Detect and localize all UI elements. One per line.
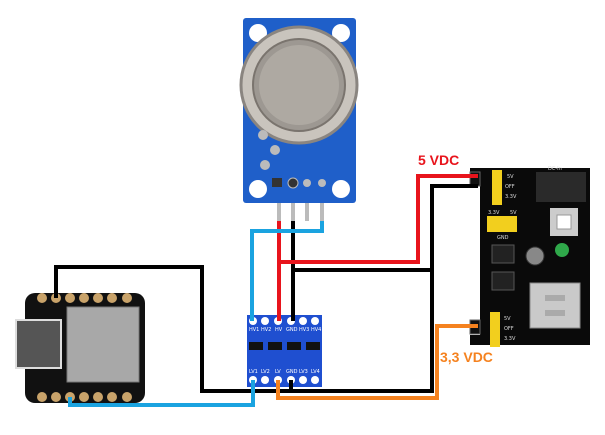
- power-switch[interactable]: [556, 214, 572, 230]
- svg-text:5V: 5V: [507, 174, 514, 180]
- gas-sensor-module: [239, 18, 359, 221]
- svg-text:5V: 5V: [510, 210, 517, 216]
- rf-shield-icon: [66, 306, 140, 383]
- svg-text:HV4: HV4: [311, 327, 321, 333]
- svg-text:3.3V: 3.3V: [504, 336, 516, 342]
- microcontroller-board: [15, 293, 145, 403]
- breadboard-power-module: DC-In 5V OFF 3.3V 3.3V 5V GND 5V OFF 3.3…: [469, 166, 590, 347]
- svg-text:LV3: LV3: [299, 369, 308, 375]
- svg-text:HV1: HV1: [249, 327, 259, 333]
- wire-mcu-signal: [68, 380, 255, 407]
- wire-5v-branch: [279, 174, 478, 264]
- usb-c-port-icon: [15, 319, 62, 369]
- wire-mcu-gnd: [54, 184, 478, 393]
- svg-text:5V: 5V: [504, 316, 511, 322]
- dc-jack-icon: [536, 172, 586, 202]
- svg-text:GND: GND: [497, 235, 509, 241]
- wire-sensor-signal: [250, 221, 324, 321]
- logic-level-shifter: HV1 HV2 HV GND HV3 HV4 LV1 LV2 LV GND LV…: [247, 315, 322, 387]
- label-3v3vdc: 3,3 VDC: [440, 349, 493, 365]
- svg-text:3.3V: 3.3V: [488, 210, 500, 216]
- svg-text:OFF: OFF: [504, 326, 514, 332]
- dc-in-label: DC-In: [548, 166, 562, 172]
- svg-text:GND: GND: [286, 369, 298, 375]
- svg-text:HV2: HV2: [261, 327, 271, 333]
- svg-text:HV3: HV3: [299, 327, 309, 333]
- power-led-icon: [555, 243, 569, 257]
- svg-text:LV4: LV4: [311, 369, 320, 375]
- svg-text:GND: GND: [286, 327, 298, 333]
- usb-port-icon: [529, 282, 581, 329]
- svg-text:3.3V: 3.3V: [505, 194, 517, 200]
- svg-text:LV2: LV2: [261, 369, 270, 375]
- label-5vdc: 5 VDC: [418, 152, 459, 168]
- svg-text:LV1: LV1: [249, 369, 258, 375]
- svg-text:LV: LV: [275, 369, 281, 375]
- header-pins-icon: [487, 216, 517, 232]
- wire-3v3: [276, 324, 478, 400]
- svg-text:HV: HV: [275, 327, 283, 333]
- svg-text:OFF: OFF: [505, 184, 515, 190]
- top-jumper-icon: [492, 170, 502, 205]
- bottom-jumper-icon: [490, 312, 500, 347]
